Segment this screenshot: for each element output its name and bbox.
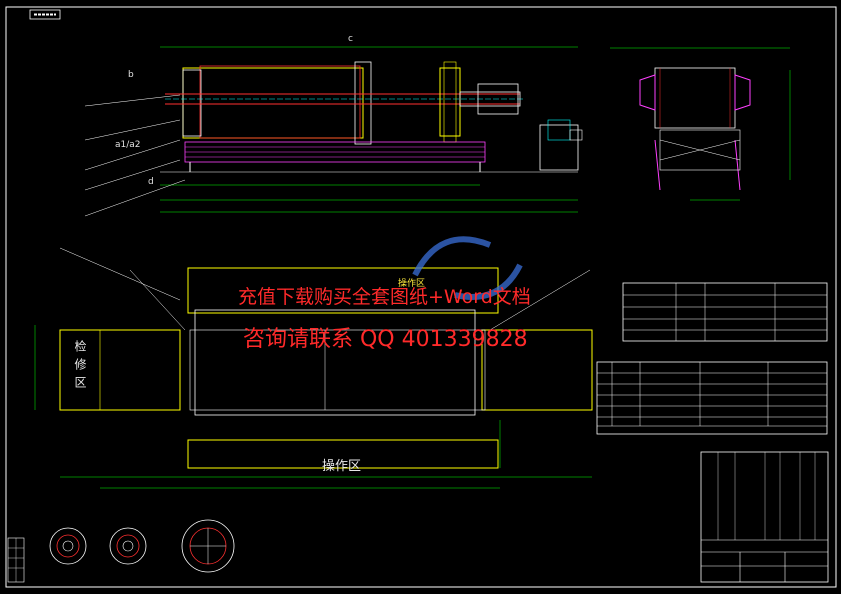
spec-table [596,282,828,435]
callout-a1-a2: a1/a2 [115,140,141,150]
operation-area-top-label: 操作区 [398,279,426,289]
filter-plates [199,65,361,139]
watermark-text-line2: 咨询请联系 QQ 401339828 [243,327,528,352]
watermark-text-line1: 充值下载购买全套图纸+Word文档 [238,286,531,308]
side-elevation [610,47,791,201]
callout-c: c [348,34,353,44]
margin-strip [7,537,25,583]
flange-details [49,519,235,573]
corner-tag-box [29,9,61,20]
drawing-frame [5,6,837,588]
maintenance-area-label: 检修区 [73,340,87,394]
operation-area-bottom-label: 操作区 [322,459,362,474]
callout-d: d [148,177,154,187]
watermark-logo [412,236,523,300]
plan-view [34,247,593,489]
front-elevation [84,46,583,217]
title-block [700,451,829,583]
callout-b: b [128,70,134,80]
